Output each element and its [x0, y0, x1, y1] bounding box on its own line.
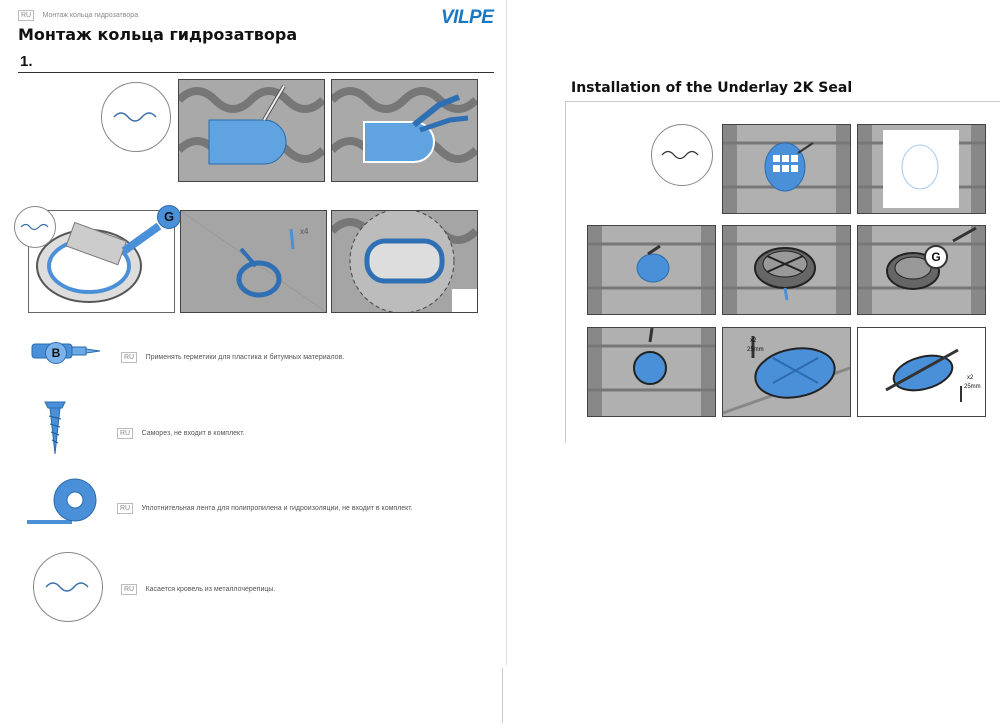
r-screw-size-2: 25mm: [964, 384, 981, 390]
header-lang-tag: RU: [18, 10, 35, 21]
metal-roof-icon: [101, 82, 171, 152]
sealant-b-badge: B: [45, 342, 67, 364]
step-image-ring-installed: [331, 210, 478, 313]
note-sealant: RU Применять герметики для пластика и би…: [121, 346, 344, 364]
note-text: Саморез, не входит в комплект.: [141, 430, 245, 437]
r-step-image-fix: [587, 327, 716, 417]
screw-count-label: x4: [300, 227, 309, 236]
left-page-right-border: [506, 0, 507, 665]
left-page: RU Монтаж кольца гидрозатвора VILPE Монт…: [14, 0, 507, 723]
r-screw-size-1: 25mm: [747, 347, 764, 353]
wave-icon: [661, 150, 699, 160]
metal-roof-icon-small: [14, 206, 56, 248]
wave-icon: [20, 223, 49, 231]
step-image-cutting: [331, 79, 478, 182]
note-tape: RU Уплотнительная лента для полипропилен…: [117, 497, 413, 515]
right-page-top-border: [565, 101, 1000, 102]
note-text: Применять герметики для пластика и битум…: [145, 354, 345, 361]
r-step-image-template: [722, 124, 851, 214]
step-image-ring-screws: [180, 210, 327, 313]
note-lang-tag: RU: [121, 352, 138, 363]
sealant-b-label: B: [51, 346, 61, 360]
tape-roll-icon: [27, 478, 97, 526]
r-sealant-g-label: G: [931, 250, 941, 264]
sealant-g-badge: G: [157, 205, 181, 229]
sealant-g-label: G: [163, 209, 175, 224]
r-step-image-ring: [722, 225, 851, 315]
note-metal-roof: RU Касается кровель из металлочерепицы.: [121, 578, 275, 596]
vilpe-logo: VILPE: [441, 7, 494, 28]
r-step-image-insert: [587, 225, 716, 315]
screw-icon: [40, 398, 70, 458]
header-row: RU Монтаж кольца гидрозатвора: [18, 4, 138, 22]
step-image-marking: [178, 79, 325, 182]
note-lang-tag: RU: [121, 584, 138, 595]
step-number: 1.: [20, 53, 33, 70]
note-text: Уплотнительная лента для полипропилена и…: [141, 505, 413, 512]
note-lang-tag: RU: [117, 503, 134, 514]
r-screw-count-1: x2: [750, 338, 757, 344]
right-page-title: Installation of the Underlay 2K Seal: [571, 80, 853, 96]
header-subtitle: Монтаж кольца гидрозатвора: [42, 12, 139, 19]
page-title: Монтаж кольца гидрозатвора: [18, 25, 298, 44]
r-step-image-screws: [722, 327, 851, 417]
right-page: Installation of the Underlay 2K Seal: [565, 75, 1000, 445]
r-step-image-seal-ring: [857, 225, 986, 315]
wave-icon: [113, 112, 157, 122]
wave-icon: [45, 582, 89, 592]
metal-roof-icon: [651, 124, 713, 186]
r-step-image-hole: [857, 124, 986, 214]
metal-roof-icon-note: [33, 552, 103, 622]
r-sealant-g-badge: G: [924, 245, 948, 269]
step-image-sealant: [28, 210, 175, 313]
step-divider: [18, 72, 494, 73]
r-step-image-final: [857, 327, 986, 417]
note-screw: RU Саморез, не входит в комплект.: [117, 422, 245, 440]
right-page-left-border: [565, 101, 566, 443]
note-text: Касается кровель из металлочерепицы.: [145, 586, 276, 593]
r-screw-count-2: x2: [967, 375, 974, 381]
left-page-bottom-right-border: [502, 668, 503, 723]
note-lang-tag: RU: [117, 428, 134, 439]
